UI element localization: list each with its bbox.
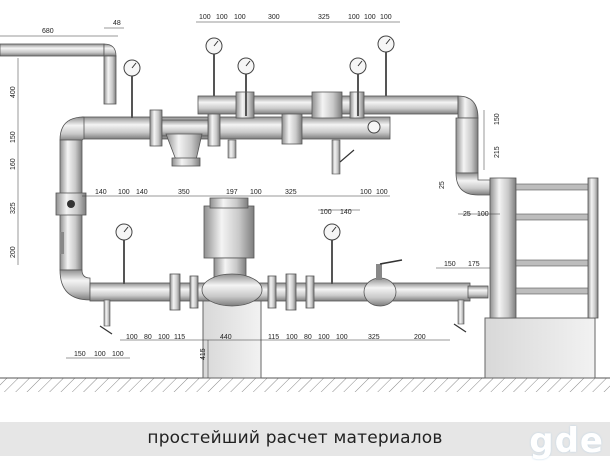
bypass-pipe	[197, 91, 491, 196]
lower-main-pipe	[89, 273, 489, 311]
gauge-6	[367, 120, 381, 134]
dim-lower-100d: 100	[318, 334, 330, 341]
dim-lower-115b: 115	[268, 334, 279, 341]
top-left-pipe	[0, 43, 117, 105]
dim-bottom-100a: 100	[94, 351, 106, 358]
dim-lower-100b: 100	[158, 334, 170, 341]
dim-upper-140a: 140	[95, 189, 107, 196]
dim-top-100d: 100	[348, 14, 360, 21]
dim-upper-sub-140: 140	[340, 209, 352, 216]
dim-lower-80a: 80	[144, 334, 152, 341]
circulation-pump	[201, 197, 263, 307]
dim-lower-325: 325	[368, 334, 380, 341]
dim-left-325: 325	[10, 202, 17, 214]
dim-top-680: 680	[42, 28, 54, 35]
dim-exchanger-25: 25	[463, 211, 471, 218]
dim-top-100c: 100	[234, 14, 246, 21]
gauge-3	[237, 57, 255, 116]
caption-text: простейший расчет материалов	[147, 428, 443, 448]
dim-right-25: 25	[439, 181, 446, 189]
dimension-lines	[0, 21, 500, 378]
dimension-labels: 680 48 100 100 100 300 325 100 100 100 4…	[10, 14, 501, 360]
dim-bottom-100b: 100	[112, 351, 124, 358]
dim-lower-200: 200	[414, 334, 426, 341]
dim-left-150: 150	[10, 131, 17, 143]
dim-top-300: 300	[268, 14, 280, 21]
dim-right-150: 150	[494, 113, 501, 125]
gauge-5	[377, 35, 395, 96]
dim-upper-100d: 100	[376, 189, 388, 196]
dim-upper-140b: 140	[136, 189, 148, 196]
y-strainer	[161, 119, 209, 167]
dim-pump-415: 415	[200, 348, 207, 360]
valves	[60, 139, 467, 335]
heat-exchanger	[489, 177, 599, 319]
caption-bar: простейший расчет материалов gde	[0, 421, 610, 461]
dim-right-215: 215	[494, 146, 501, 158]
dim-top-100b: 100	[216, 14, 228, 21]
dim-lower-100e: 100	[336, 334, 348, 341]
dim-bottom-150: 150	[74, 351, 86, 358]
pressure-gauges	[115, 35, 395, 284]
gauge-8	[323, 223, 341, 284]
dim-left-160: 160	[10, 158, 17, 170]
dim-left-400: 400	[10, 86, 17, 98]
dim-upper-100: 100	[118, 189, 130, 196]
dim-lower-80b: 80	[304, 334, 312, 341]
dim-upper-100b: 100	[250, 189, 262, 196]
dim-top-100e: 100	[364, 14, 376, 21]
dim-lower-440: 440	[220, 334, 232, 341]
dim-upper-325: 325	[285, 189, 297, 196]
piping-scheme: 680 48 100 100 100 300 325 100 100 100 4…	[0, 14, 610, 392]
dim-upper-100c: 100	[360, 189, 372, 196]
dim-top-325: 325	[318, 14, 330, 21]
dim-upper-sub-100: 100	[320, 209, 332, 216]
gauge-7	[115, 223, 133, 284]
dim-lower-100c: 100	[286, 334, 298, 341]
floor	[0, 377, 610, 392]
gauge-1	[123, 59, 141, 118]
gauge-4	[349, 57, 367, 116]
dim-exchanger-100: 100	[477, 211, 489, 218]
dim-top-48: 48	[113, 20, 121, 27]
dim-left-200: 200	[10, 246, 17, 258]
dim-upper-197: 197	[226, 189, 238, 196]
dim-lower-right-175: 175	[468, 261, 480, 268]
dim-lower-115a: 115	[174, 334, 185, 341]
watermark-logo: gde	[529, 421, 604, 461]
exchanger-foundation	[484, 317, 596, 379]
dim-lower-100a: 100	[126, 334, 138, 341]
dim-top-100a: 100	[199, 14, 211, 21]
pump-foundation	[202, 299, 262, 379]
gauge-2	[205, 37, 223, 96]
left-vertical-pipe	[55, 116, 91, 301]
dim-upper-350: 350	[178, 189, 190, 196]
dim-lower-right-150: 150	[444, 261, 456, 268]
dim-top-100f: 100	[380, 14, 392, 21]
